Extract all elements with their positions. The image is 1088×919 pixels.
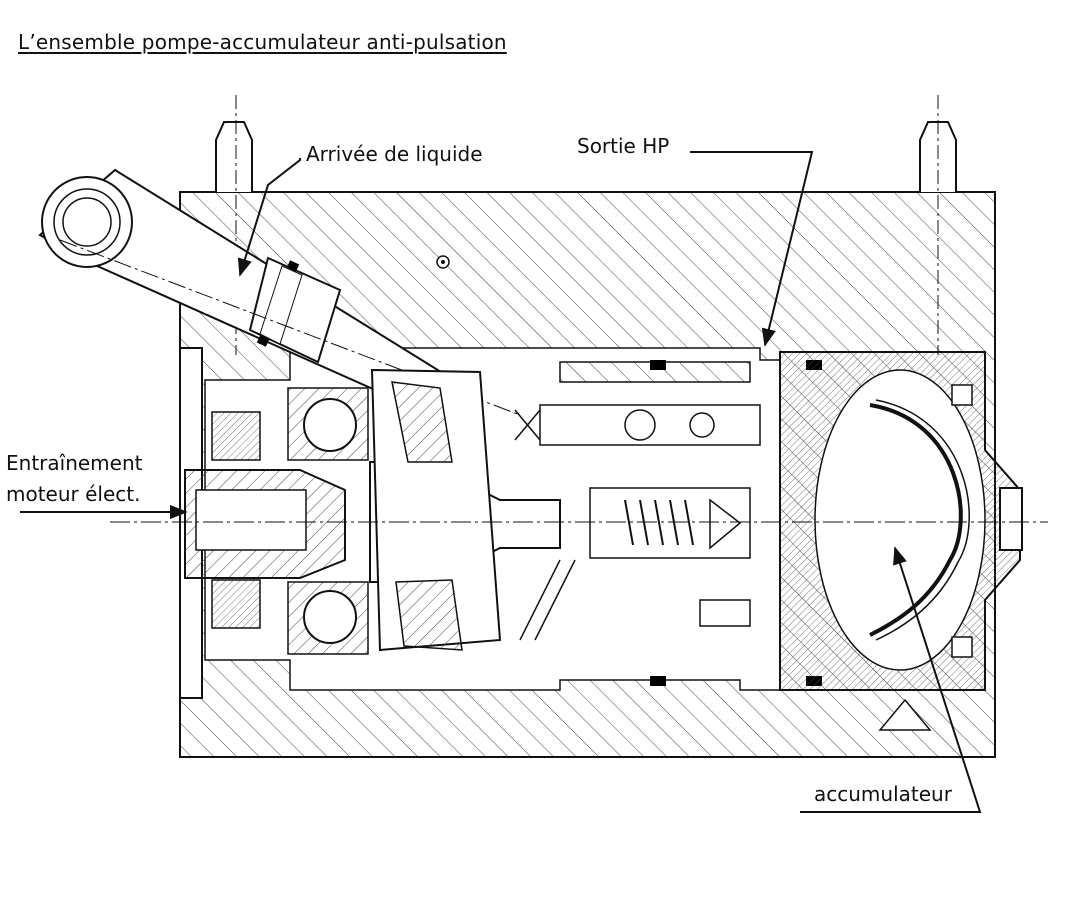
pump-pistons xyxy=(514,361,761,641)
label-entrainement-line1: Entraînement xyxy=(6,451,143,475)
accumulator-body xyxy=(779,351,1023,731)
leader-lines xyxy=(20,151,982,813)
label-sortie-hp: Sortie HP xyxy=(577,134,670,158)
label-entrainement-line2: moteur élect. xyxy=(6,482,141,506)
bearings xyxy=(211,387,369,655)
swash-plate xyxy=(370,368,502,652)
page-title: L’ensemble pompe-accumulateur anti-pulsa… xyxy=(18,30,507,54)
label-arrivee-liquide: Arrivée de liquide xyxy=(306,142,483,166)
inlet-pipe xyxy=(38,168,521,416)
label-accumulateur: accumulateur xyxy=(814,782,952,806)
locating-pins xyxy=(215,95,957,355)
